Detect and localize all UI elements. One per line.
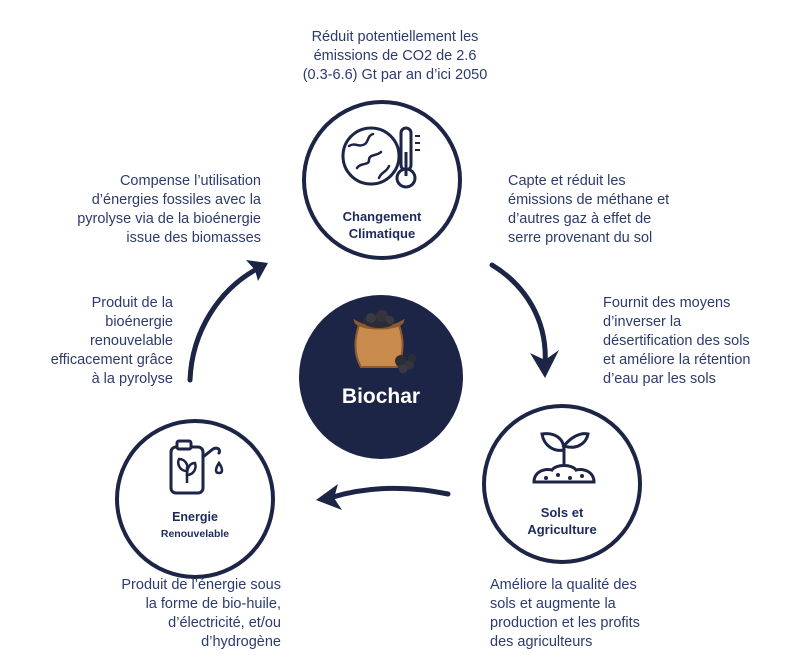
text-bottom-left: Produit de l’énergie sous la forme de bi… [121,577,281,650]
globe-thermometer-icon [341,126,420,189]
text-top: Réduit potentiellement les émissions de … [302,29,488,83]
text-top-right: Capte et réduit les émissions de méthane… [508,173,670,246]
node-climate-title-line1: Changement [342,209,422,224]
sprout-soil-icon [532,432,596,484]
arrowhead-climate-to-soil [530,350,559,378]
text-top-left: Compense l’utilisation d’énergies fossil… [77,173,261,246]
text-mid-right: Fournit des moyens d’inverser la déserti… [603,295,751,387]
text-mid-left: Produit de la bioénergie renouvelable ef… [50,295,173,387]
node-renewable-energy: Energie Renouvelable [115,419,275,579]
arrowhead-soil-to-energy [316,484,342,510]
arrow-energy-to-climate [187,267,258,383]
center-biochar-label: Biochar [341,385,421,408]
biochar-bag-icon [353,310,416,374]
arrow-soil-to-energy [330,485,451,500]
arrow-climate-to-soil [489,262,548,368]
node-soil-agriculture: Sols et Agriculture [482,404,642,564]
text-bottom-right: Améliore la qualité des sols et augmente… [490,577,640,650]
node-climate-change: Changement Climatique [302,100,462,260]
node-energy-title-line2: Renouvelable [160,528,230,540]
node-soil-title-line2: Agriculture [527,522,597,537]
node-energy-title-line1: Energie [172,510,218,524]
node-climate-title-line2: Climatique [348,226,416,241]
arrowhead-energy-to-climate [246,260,268,281]
fuel-can-leaf-icon [169,439,224,495]
center-biochar: Biochar [299,295,463,459]
node-soil-title-line1: Sols et [540,505,584,520]
